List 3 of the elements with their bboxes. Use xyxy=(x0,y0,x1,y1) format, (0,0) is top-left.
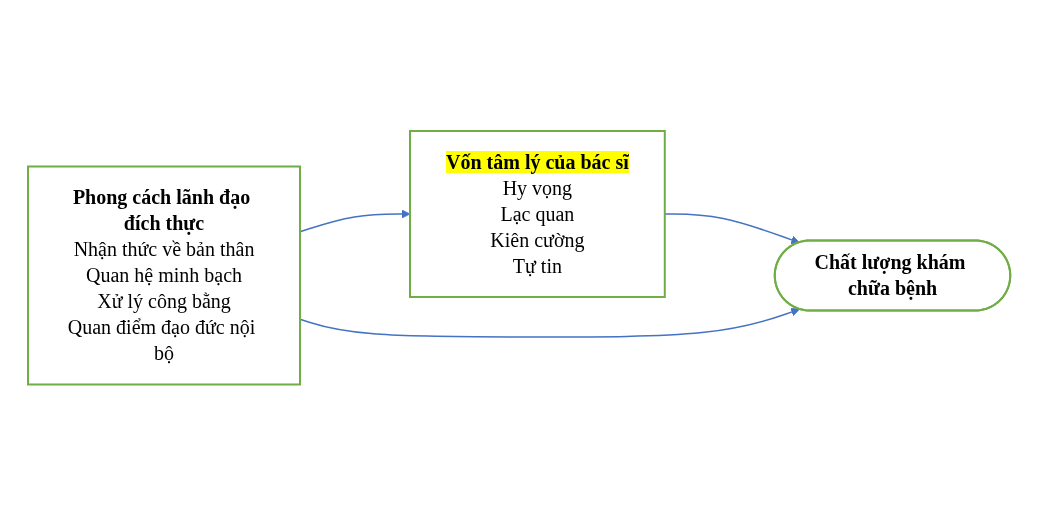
node-box: Phong cách lãnh đạo đích thực Nhận thức về bản thân Quan hệ minh bạch Xử lý công bằng Quan điểm đạo đức nội bộ xyxy=(26,165,301,386)
node-box: Vốn tâm lý của bác sĩ Hy vọng Lạc quan Kiên cường Tự tin xyxy=(408,129,666,298)
arrow xyxy=(299,307,800,338)
